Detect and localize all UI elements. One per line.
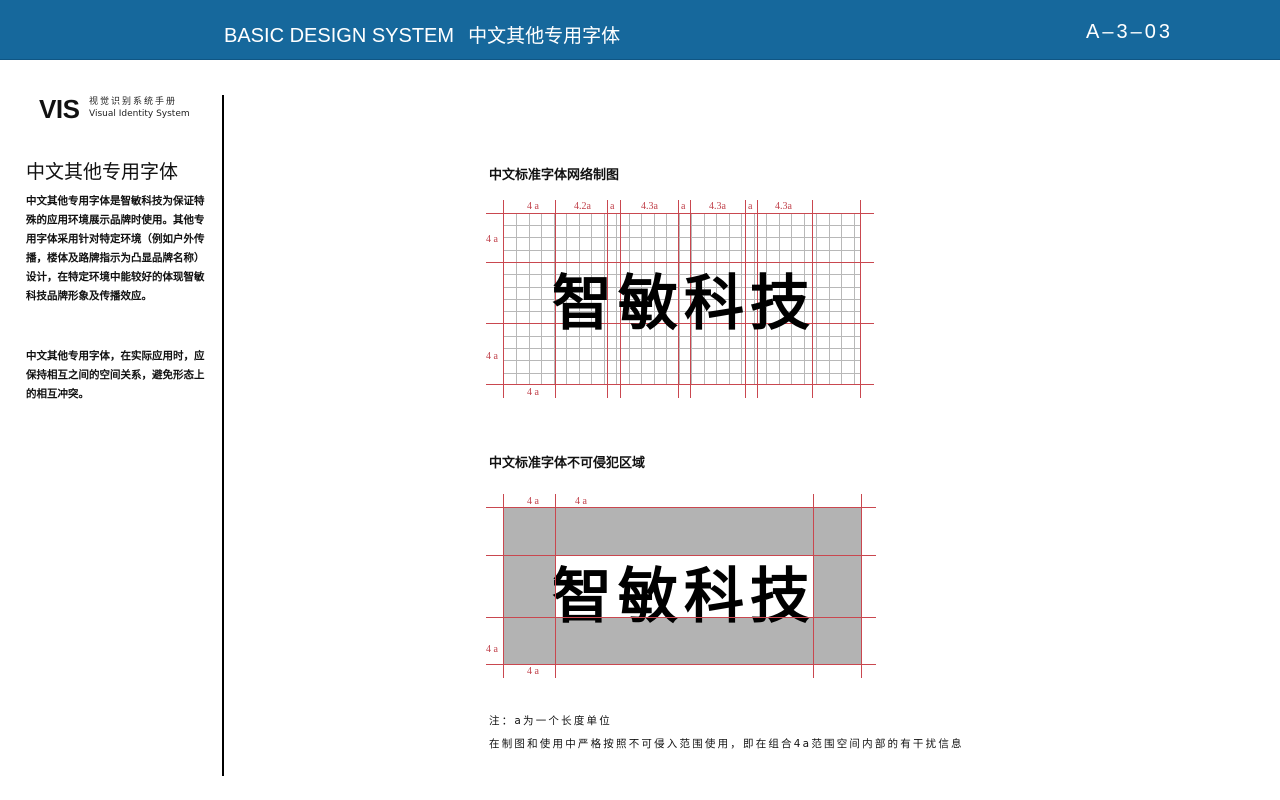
sidebar-paragraph-1: 中文其他专用字体是智敏科技为保证特殊的应用环境展示品牌时使用。其他专用字体采用针… (26, 195, 205, 302)
grid-line-v (841, 213, 842, 384)
grid-line-v (816, 213, 817, 384)
page-header: BASIC DESIGN SYSTEM 中文其他专用字体 A–3–03 (0, 0, 1280, 60)
grid-label-top-1: 4 a (527, 201, 539, 212)
zone-label-top-1: 4 a (527, 496, 539, 507)
page-code: A–3–03 (1086, 21, 1173, 43)
header-title-zh: 中文其他专用字体 (468, 25, 621, 47)
grid-line-h (503, 225, 860, 226)
clearzone-section-title: 中文标准字体不可侵犯区域 (489, 456, 646, 471)
guide-line-v (503, 200, 504, 398)
guide-line-v (860, 200, 861, 398)
zone-guide-h (486, 555, 876, 556)
vis-logo-subtitle: 视觉识别系统手册 Visual Identity System (89, 96, 190, 120)
grid-line-v (754, 213, 755, 384)
grid-line-v (629, 213, 630, 384)
sidebar-paragraph-2: 中文其他专用字体，在实际应用时，应保持相互之间的空间关系，避免形态上的相互冲突。 (26, 350, 205, 400)
sidebar-divider (222, 95, 224, 776)
grid-line-h (503, 250, 860, 251)
zone-guide-v (555, 494, 556, 678)
grid-label-left-1: 4 a (486, 234, 498, 245)
vis-logo: VIS (39, 94, 80, 124)
grid-line-v (741, 213, 742, 384)
grid-line-v (566, 213, 567, 384)
grid-label-top-3: a (610, 201, 615, 212)
header-title-en: BASIC DESIGN SYSTEM (224, 25, 455, 47)
brand-wordmark-clearzone: 智敏科技 (552, 562, 816, 632)
vis-subtitle-zh: 视觉识别系统手册 (89, 97, 178, 107)
grid-line-v (716, 213, 717, 384)
grid-line-h (503, 336, 860, 337)
grid-label-top-5: a (681, 201, 686, 212)
brand-wordmark-grid: 智敏科技 (552, 269, 816, 339)
grid-line-v (766, 213, 767, 384)
grid-line-v (541, 213, 542, 384)
grid-label-top-6: 4.3a (709, 201, 726, 212)
grid-line-h (503, 237, 860, 238)
guide-line-v (607, 200, 608, 398)
grid-line-v (704, 213, 705, 384)
grid-line-h (503, 360, 860, 361)
grid-label-left-2: 4 a (486, 351, 498, 362)
sidebar-title: 中文其他专用字体 (26, 161, 179, 183)
grid-line-v (529, 213, 530, 384)
guide-line-v (812, 200, 813, 398)
grid-line-v (779, 213, 780, 384)
grid-line-h (503, 311, 860, 312)
grid-line-h (503, 274, 860, 275)
zone-label-top-2: 4 a (575, 496, 587, 507)
zone-guide-h (486, 664, 876, 665)
guide-line-h (486, 262, 874, 263)
zone-guide-h (486, 507, 876, 508)
guide-line-h (486, 323, 874, 324)
guide-line-v (745, 200, 746, 398)
grid-line-v (654, 213, 655, 384)
zone-guide-v (861, 494, 862, 678)
zone-guide-v (503, 494, 504, 678)
zone-label-bottom: 4 a (527, 666, 539, 677)
zone-guide-v (813, 494, 814, 678)
grid-line-h (503, 299, 860, 300)
guide-line-v (555, 200, 556, 398)
header-title: BASIC DESIGN SYSTEM 中文其他专用字体 (224, 21, 620, 48)
grid-line-v (591, 213, 592, 384)
zone-guide-h (486, 617, 876, 618)
zone-label-left: 4 a (486, 644, 498, 655)
grid-line-v (691, 213, 692, 384)
guide-line-v (678, 200, 679, 398)
grid-label-top-2: 4.2a (574, 201, 591, 212)
guide-line-h (486, 384, 874, 385)
grid-line-h (503, 348, 860, 349)
note-line-2: 在制图和使用中严格按照不可侵入范围使用，即在组合4a范围空间内部的有干扰信息 (489, 738, 964, 750)
grid-line-v (729, 213, 730, 384)
guide-line-v (690, 200, 691, 398)
guide-line-v (620, 200, 621, 398)
grid-line-v (854, 213, 855, 384)
grid-line-v (679, 213, 680, 384)
grid-line-v (516, 213, 517, 384)
grid-line-v (791, 213, 792, 384)
grid-line-v (666, 213, 667, 384)
grid-section-title: 中文标准字体网络制图 (489, 168, 620, 183)
note-line-1: 注：a为一个长度单位 (489, 715, 612, 727)
guide-line-h (486, 213, 874, 214)
grid-label-top-4: 4.3a (641, 201, 658, 212)
grid-line-h (503, 373, 860, 374)
grid-line-v (604, 213, 605, 384)
grid-label-bottom: 4 a (527, 387, 539, 398)
grid-line-v (804, 213, 805, 384)
grid-line-h (503, 287, 860, 288)
guide-line-v (757, 200, 758, 398)
wordmark-area (555, 555, 813, 617)
grid-line-v (579, 213, 580, 384)
grid-line-v (829, 213, 830, 384)
grid-line-v (616, 213, 617, 384)
grid-line-v (554, 213, 555, 384)
grid-label-top-7: a (748, 201, 753, 212)
grid-label-top-8: 4.3a (775, 201, 792, 212)
grid-line-v (641, 213, 642, 384)
vis-subtitle-en: Visual Identity System (89, 109, 190, 119)
